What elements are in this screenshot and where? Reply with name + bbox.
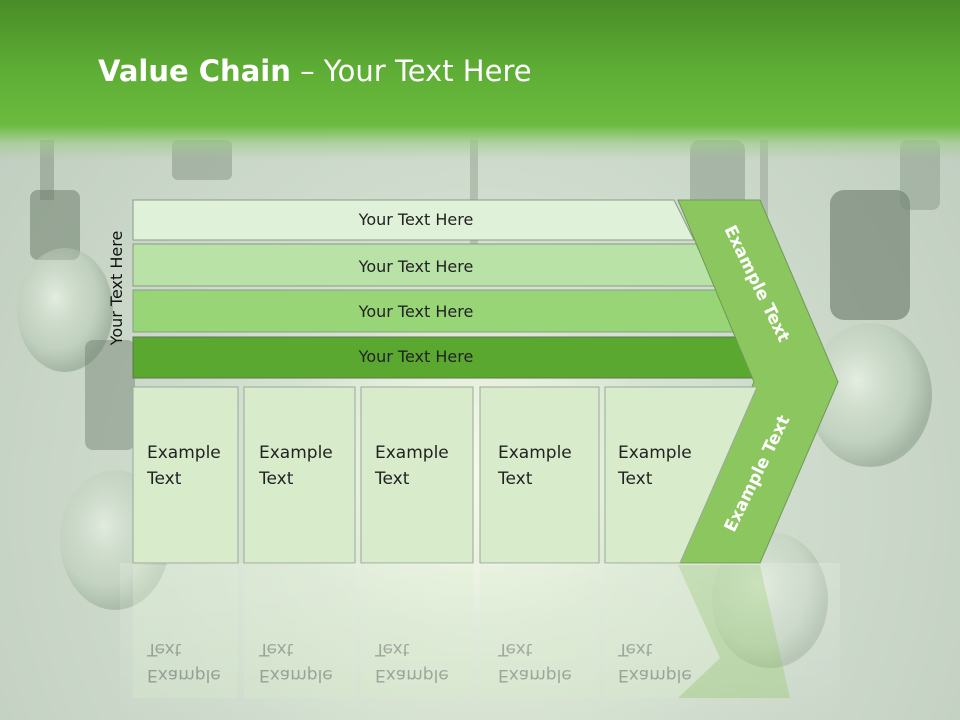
band-2-label: Your Text Here — [358, 257, 474, 276]
box-group: Example Text Example Text Example Text E… — [132, 386, 758, 564]
band-4-label: Your Text Here — [358, 347, 474, 366]
side-label: Your Text Here — [107, 231, 126, 347]
activity-box-4 — [479, 386, 600, 564]
band-3-label: Your Text Here — [358, 302, 474, 321]
box-1-line1: Example — [147, 443, 221, 463]
box-3-line2: Text — [374, 469, 410, 489]
box-2-line2: Text — [258, 469, 294, 489]
box-4-line2: Text — [497, 469, 533, 489]
band-1 — [132, 199, 695, 241]
title-bold: Value Chain — [98, 54, 291, 88]
title-rest: – Your Text Here — [290, 54, 532, 88]
box-4-line1: Example — [498, 443, 572, 463]
box-3-line1: Example — [375, 443, 449, 463]
activity-box-3 — [360, 386, 474, 564]
activity-box-2 — [243, 386, 356, 564]
box-1-line2: Text — [146, 469, 182, 489]
box-5-line2: Text — [617, 469, 653, 489]
band-group: Your Text Here Your Text Here Your Text … — [132, 199, 763, 379]
box-2-line1: Example — [259, 443, 333, 463]
slide-title: Value Chain – Your Text Here — [98, 54, 532, 88]
header-band — [0, 0, 960, 160]
band-1-label: Your Text Here — [358, 210, 474, 229]
activity-box-1 — [132, 386, 239, 564]
box-5-line1: Example — [618, 443, 692, 463]
